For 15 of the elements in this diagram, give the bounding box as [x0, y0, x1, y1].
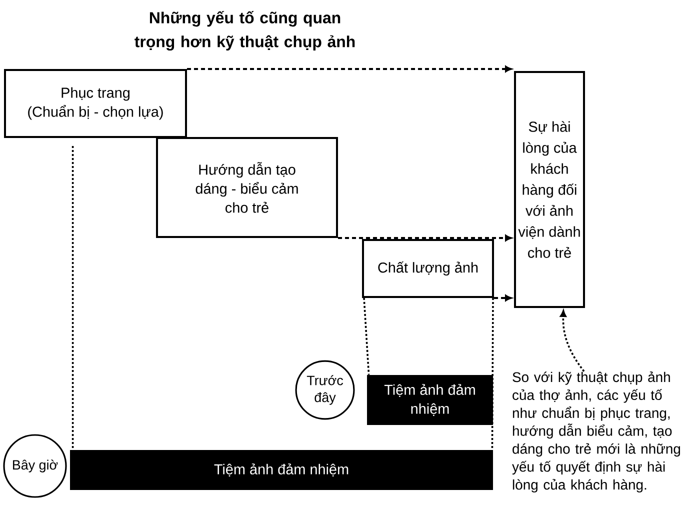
note-text: So với kỹ thuật chụp ảnh của thợ ảnh, các yếu tố như chuẩn bị phục trang, hướng dẫn biểu cảm, tạo dáng cho trẻ mới là những yếu tố quyết định sự hài lòng của khách hàng.: [512, 372, 680, 492]
service-bar: Tiệm ảnh đảm nhiệm: [367, 375, 493, 425]
dotted-line: [363, 298, 370, 375]
dotted-line: [491, 298, 494, 450]
process-box: Chất lượng ảnh: [362, 239, 494, 298]
title: Những yếu tố cũng quan trọng hơn kỹ thuật chụp ảnh: [134, 11, 355, 51]
dotted-line: [72, 146, 74, 450]
leader-line: [560, 310, 585, 372]
process-box: Phục trang (Chuẩn bị - chọn lựa): [4, 69, 187, 138]
service-bar: Tiệm ảnh đảm nhiệm: [70, 450, 493, 490]
arrow: [187, 66, 512, 72]
process-box: Hướng dẫn tạo dáng - biểu cảm cho trẻ: [156, 137, 338, 238]
result-box: Sự hài lòng của khách hàng đối với ảnh viện dành cho trẻ: [514, 71, 585, 308]
arrow: [494, 294, 512, 302]
arrow: [338, 234, 512, 242]
